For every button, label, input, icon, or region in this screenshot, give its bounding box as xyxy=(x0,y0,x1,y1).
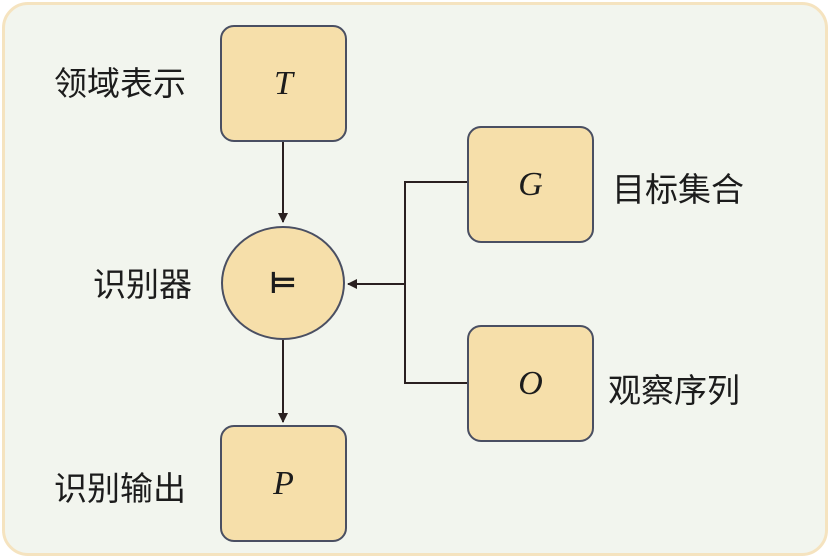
domain-symbol: T xyxy=(274,64,293,102)
observations-symbol: O xyxy=(518,364,543,402)
recognizer-node[interactable]: ⊨ xyxy=(221,226,345,340)
connector-goals-branch xyxy=(404,181,467,284)
recognizer-symbol: ⊨ xyxy=(269,265,297,301)
connector-observations-branch xyxy=(404,284,467,384)
domain-node[interactable]: T xyxy=(220,25,347,142)
output-node[interactable]: P xyxy=(220,425,347,542)
goals-node[interactable]: G xyxy=(467,126,594,243)
observations-node[interactable]: O xyxy=(467,325,594,442)
goals-label: 目标集合 xyxy=(612,170,744,209)
recognizer-label: 识别器 xyxy=(93,265,192,304)
domain-label: 领域表示 xyxy=(54,64,186,103)
observations-label: 观察序列 xyxy=(608,371,740,410)
output-symbol: P xyxy=(273,464,294,502)
goals-symbol: G xyxy=(518,165,543,203)
output-label: 识别输出 xyxy=(54,469,186,508)
